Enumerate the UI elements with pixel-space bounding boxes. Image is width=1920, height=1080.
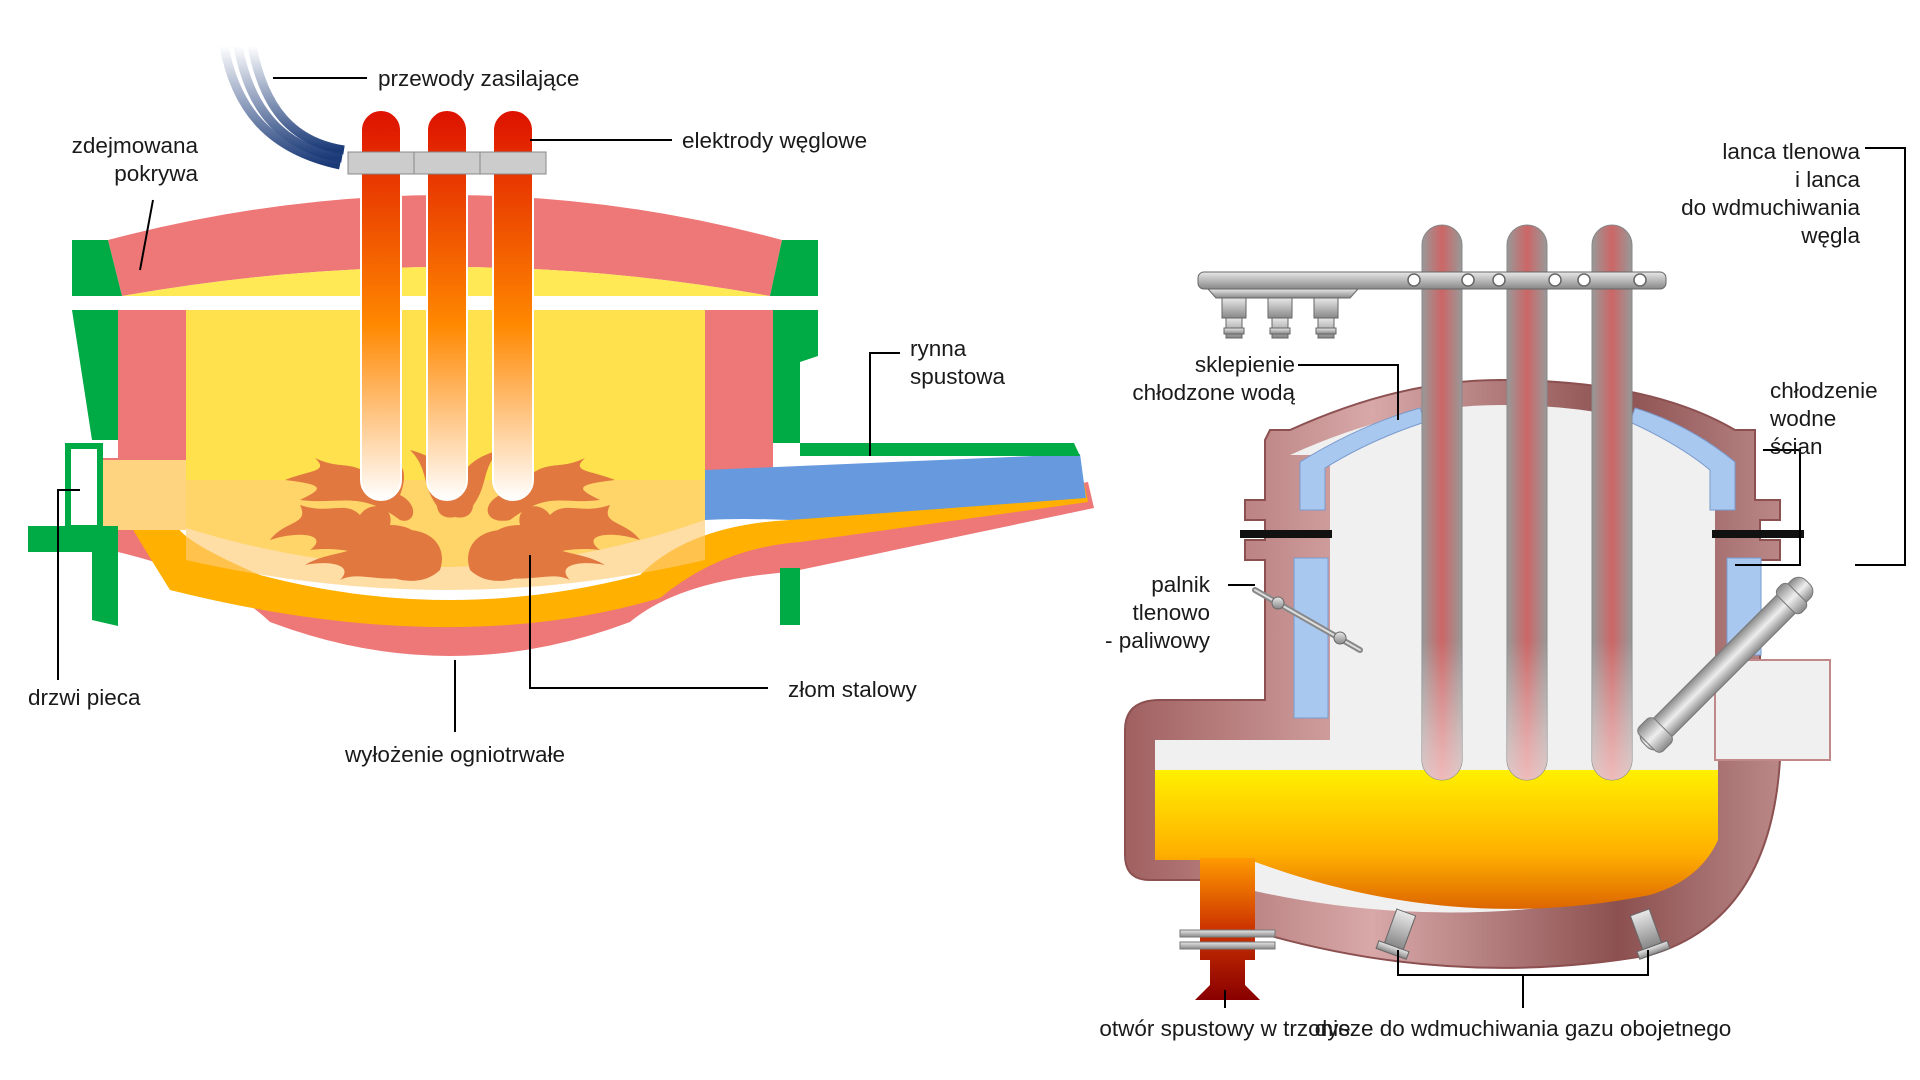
- label-oxygen-lance: węgla: [1800, 223, 1860, 248]
- label-wall-water-cooling: wodne: [1769, 406, 1836, 431]
- wall-cooling-left: [1293, 557, 1329, 719]
- label-wall-water-cooling: ścian: [1770, 434, 1823, 459]
- leader-lines: [57, 77, 1906, 1008]
- label-oxy-fuel-burner: tlenowo: [1132, 600, 1210, 625]
- orange-layer: [132, 482, 1088, 628]
- label-tap-spout: rynna: [910, 336, 967, 361]
- shell-left-base: [28, 526, 118, 626]
- label-wall-water-cooling: chłodzenie: [1770, 378, 1878, 403]
- electrode-arm: [1197, 271, 1667, 339]
- electrode-right: [492, 109, 534, 501]
- label-oxy-fuel-burner: - paliwowy: [1105, 628, 1211, 653]
- label-tap-spout: spustowa: [910, 364, 1006, 389]
- inert-gas-nozzle-left: [1375, 908, 1417, 960]
- roof-ring: [770, 240, 818, 296]
- label-bottom-tap-hole: otwór spustowy w trzonie: [1099, 1016, 1350, 1041]
- electrode-clamp: [347, 151, 547, 175]
- roof-ring: [72, 240, 122, 296]
- label-power-cables: przewody zasilające: [378, 66, 579, 91]
- door-frame: [65, 443, 103, 531]
- bottom-tap-channel: [1195, 858, 1260, 1000]
- label-steel-scrap: złom stalowy: [788, 677, 918, 702]
- shell-right: [773, 310, 818, 443]
- power-cables: [219, 45, 345, 170]
- tap-hole-fitting: [1179, 929, 1276, 950]
- oxy-fuel-burner: [1252, 587, 1363, 653]
- label-oxygen-lance: i lanca: [1795, 167, 1861, 192]
- left-wall-refractory: [118, 310, 186, 460]
- tap-spout: [705, 454, 1086, 520]
- label-refractory-lining: wyłożenie ogniotrwałe: [344, 742, 565, 767]
- label-removable-cover: zdejmowana: [72, 133, 199, 158]
- label-carbon-electrodes: elektrody węglowe: [682, 128, 867, 153]
- carbon-electrodes: [360, 109, 534, 501]
- electrode-middle: [426, 109, 468, 501]
- shell-right-lower: [780, 568, 800, 625]
- electrode-left: [360, 109, 402, 501]
- label-water-cooled-roof: sklepienie: [1195, 352, 1295, 377]
- label-furnace-door: drzwi pieca: [28, 685, 141, 710]
- shell-left: [72, 310, 118, 440]
- oxygen-lance: [1637, 576, 1814, 753]
- label-oxygen-lance: lanca tlenowa: [1722, 139, 1860, 164]
- roof-cooling-right: [1629, 407, 1736, 511]
- door-opening: [100, 460, 186, 530]
- labels: przewody zasilające elektrody węglowe zd…: [28, 66, 1878, 1041]
- right-furnace: [1124, 224, 1831, 1000]
- label-oxygen-lance: do wdmuchiwania: [1681, 195, 1860, 220]
- right-wall-refractory: [705, 310, 773, 470]
- label-water-cooled-roof: chłodzone wodą: [1132, 380, 1295, 405]
- label-oxy-fuel-burner: palnik: [1151, 572, 1211, 597]
- label-inert-gas-nozzles: dysze do wdmuchiwania gazu obojetnego: [1315, 1016, 1732, 1041]
- label-removable-cover: pokrywa: [114, 161, 198, 186]
- roof-seal-left: [1240, 530, 1332, 538]
- inert-gas-nozzle-right: [1629, 908, 1671, 960]
- roof-seal-right: [1712, 530, 1804, 538]
- tap-spout-shell: [800, 443, 1080, 456]
- steel-electrodes: [1421, 224, 1633, 781]
- molten-bath: [1155, 770, 1718, 909]
- side-port: [1714, 659, 1831, 761]
